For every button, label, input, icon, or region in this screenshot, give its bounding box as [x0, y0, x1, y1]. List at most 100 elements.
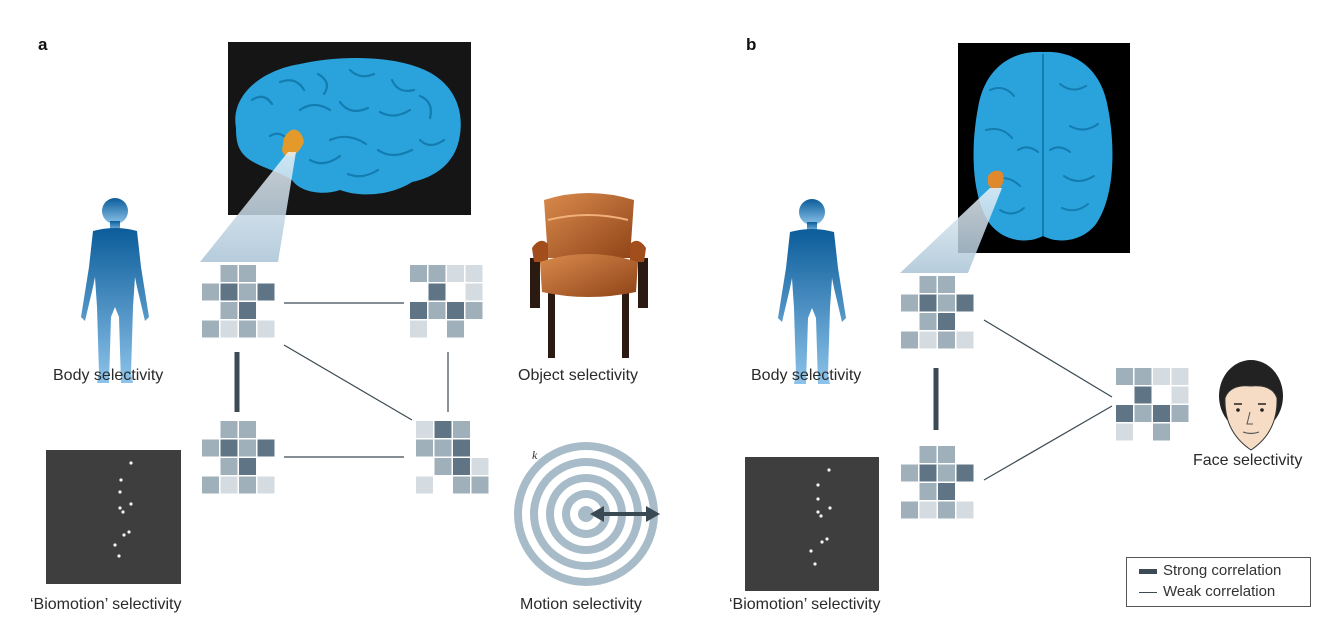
- voxel-cell: [239, 458, 256, 475]
- voxel-cell: [220, 302, 238, 319]
- voxel-cell: [938, 294, 955, 312]
- voxel-cell: [938, 446, 955, 463]
- voxel-cell: [919, 313, 937, 330]
- voxel-cell: [220, 439, 238, 457]
- body-silhouette: [778, 199, 846, 384]
- voxel-cell: [1116, 368, 1133, 385]
- voxel-cell: [202, 302, 219, 319]
- voxel-cell: [202, 320, 219, 338]
- voxel-cell: [956, 276, 974, 293]
- voxel-cell: [1116, 423, 1133, 441]
- point-light-dot: [816, 497, 820, 501]
- voxel-cell: [1171, 386, 1189, 404]
- voxel-cell: [416, 476, 433, 494]
- voxel-cell: [220, 421, 238, 438]
- voxel-cell: [453, 439, 470, 457]
- voxel-cell: [202, 421, 219, 438]
- voxel-cell: [239, 421, 256, 438]
- voxel-cell: [453, 421, 470, 438]
- voxel-cell: [1171, 423, 1189, 441]
- voxel-cell: [447, 302, 464, 319]
- voxel-cell: [410, 283, 427, 301]
- voxel-matrix: [901, 446, 974, 519]
- weak-correlation-line: [983, 319, 1113, 398]
- face-selectivity-label: Face selectivity: [1193, 452, 1303, 469]
- voxel-cell: [1134, 386, 1152, 404]
- voxel-cell: [901, 464, 918, 482]
- voxel-cell: [1116, 386, 1133, 404]
- voxel-cell: [428, 320, 446, 338]
- voxel-cell: [465, 302, 483, 319]
- point-light-dot: [819, 514, 823, 518]
- point-light-dot: [828, 506, 832, 510]
- object-selectivity-label: Object selectivity: [518, 367, 639, 384]
- voxel-matrix: [416, 421, 489, 494]
- voxel-cell: [428, 302, 446, 319]
- voxel-cell: [434, 458, 452, 475]
- voxel-cell: [202, 283, 219, 301]
- panel-label-a: a: [38, 35, 48, 54]
- voxel-cell: [919, 276, 937, 293]
- voxel-cell: [901, 501, 918, 519]
- body-selectivity-label-b: Body selectivity: [751, 367, 862, 384]
- voxel-cell: [919, 446, 937, 463]
- voxel-cell: [257, 439, 275, 457]
- point-light-dot: [816, 483, 820, 487]
- voxel-cell: [465, 320, 483, 338]
- motion-rings-stimulus: [514, 442, 660, 586]
- voxel-cell: [956, 464, 974, 482]
- voxel-cell: [257, 302, 275, 319]
- voxel-matrix: [410, 265, 483, 338]
- legend-weak-label: Weak correlation: [1163, 583, 1276, 600]
- voxel-cell: [901, 446, 918, 463]
- voxel-cell: [1134, 405, 1152, 422]
- point-light-dot: [121, 510, 125, 514]
- voxel-cell: [410, 320, 427, 338]
- panel-label-b: b: [746, 35, 757, 54]
- legend-strong-swatch: [1139, 568, 1157, 574]
- voxel-cell: [956, 501, 974, 519]
- voxel-cell: [1116, 405, 1133, 422]
- voxel-cell: [1153, 405, 1170, 422]
- voxel-cell: [919, 294, 937, 312]
- voxel-cell: [901, 331, 918, 349]
- voxel-cell: [202, 476, 219, 494]
- voxel-cell: [410, 302, 427, 319]
- voxel-cell: [434, 439, 452, 457]
- point-light-dot: [825, 537, 829, 541]
- face-drawing: [1219, 360, 1283, 451]
- voxel-cell: [919, 331, 937, 349]
- voxel-cell: [1153, 386, 1170, 404]
- voxel-cell: [956, 294, 974, 312]
- weak-correlation-line: [983, 405, 1113, 481]
- voxel-cell: [220, 265, 238, 282]
- voxel-cell: [938, 331, 955, 349]
- point-light-dot: [129, 461, 133, 465]
- zoom-cone: [900, 188, 1002, 273]
- voxel-cell: [938, 483, 955, 500]
- voxel-cell: [1153, 368, 1170, 385]
- voxel-cell: [257, 458, 275, 475]
- voxel-cell: [1134, 423, 1152, 441]
- point-light-dot: [827, 468, 831, 472]
- voxel-pattern-matrices: [202, 265, 1189, 519]
- voxel-cell: [465, 265, 483, 282]
- voxel-cell: [901, 294, 918, 312]
- legend-weak-row: Weak correlation: [1139, 583, 1275, 600]
- motion-selectivity-label: Motion selectivity: [520, 596, 642, 613]
- voxel-cell: [1171, 405, 1189, 422]
- point-light-dot: [118, 490, 122, 494]
- voxel-matrix: [901, 276, 974, 349]
- voxel-cell: [453, 476, 470, 494]
- voxel-cell: [416, 439, 433, 457]
- voxel-cell: [416, 458, 433, 475]
- voxel-cell: [919, 501, 937, 519]
- voxel-cell: [471, 439, 489, 457]
- point-light-dot: [122, 533, 126, 537]
- voxel-cell: [257, 265, 275, 282]
- voxel-cell: [202, 439, 219, 457]
- voxel-cell: [239, 439, 256, 457]
- voxel-cell: [1153, 423, 1170, 441]
- voxel-matrix: [202, 265, 275, 338]
- voxel-cell: [239, 320, 256, 338]
